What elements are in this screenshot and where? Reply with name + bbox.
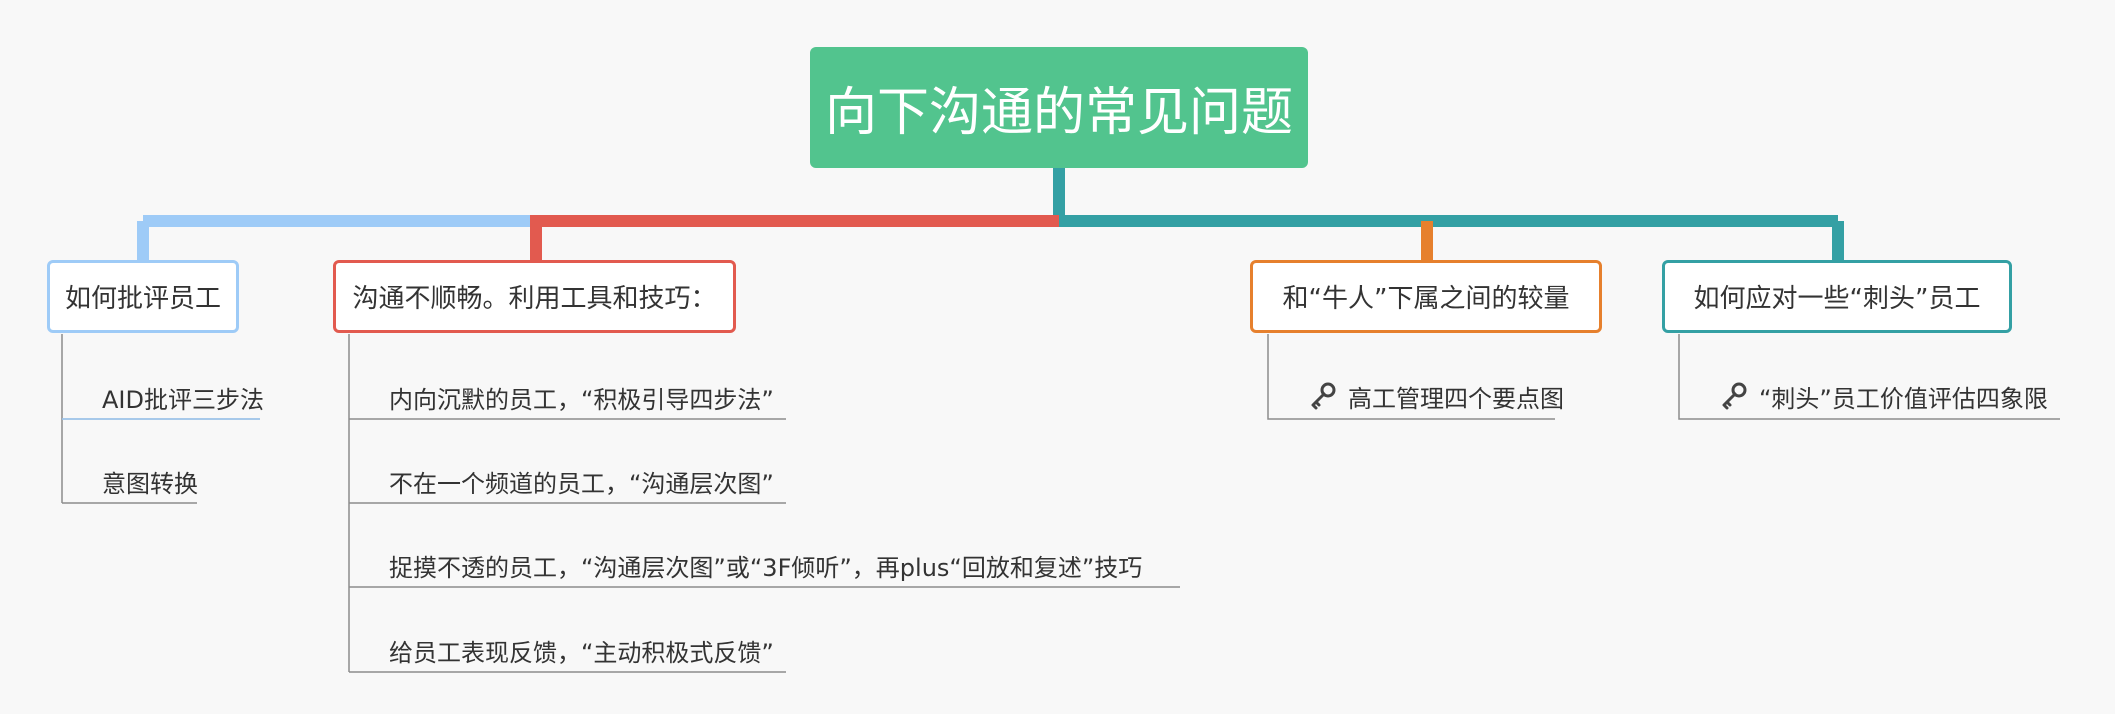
leaf-topic[interactable]: 高工管理四个要点图 xyxy=(1308,379,1564,413)
key-icon xyxy=(1719,381,1749,411)
branch-communication-tools[interactable]: 沟通不顺畅。利用工具和技巧： xyxy=(333,260,736,333)
leaf-topic[interactable]: 意图转换 xyxy=(102,465,198,498)
leaf-topic[interactable]: 捉摸不透的员工，“沟通层次图”或“3F倾听”，再plus“回放和复述”技巧 xyxy=(389,549,1143,582)
leaf-label: 高工管理四个要点图 xyxy=(1348,384,1564,413)
branch-talent-subordinates[interactable]: 和“牛人”下属之间的较量 xyxy=(1250,260,1602,333)
root-title: 向下沟通的常见问题 xyxy=(824,83,1293,143)
leaf-tree-3 xyxy=(1267,334,1555,420)
leaf-label: 内向沉默的员工，“积极引导四步法” xyxy=(389,385,774,414)
leaf-tree-2 xyxy=(348,334,1180,673)
key-icon xyxy=(1308,381,1338,411)
branch-label: 沟通不顺畅。利用工具和技巧： xyxy=(352,284,717,314)
branch-difficult-employees[interactable]: 如何应对一些“刺头”员工 xyxy=(1662,260,2012,333)
leaf-topic[interactable]: 给员工表现反馈，“主动积极式反馈” xyxy=(389,634,774,667)
leaf-topic[interactable]: AID批评三步法 xyxy=(102,381,264,414)
branch-label: 和“牛人”下属之间的较量 xyxy=(1282,284,1570,314)
leaf-topic[interactable]: 内向沉默的员工，“积极引导四步法” xyxy=(389,381,774,414)
branch-how-to-criticize[interactable]: 如何批评员工 xyxy=(47,260,239,333)
leaf-label: 意图转换 xyxy=(102,469,198,498)
leaf-topic[interactable]: “刺头”员工价值评估四象限 xyxy=(1719,379,2048,413)
leaf-label: 捉摸不透的员工，“沟通层次图”或“3F倾听”，再plus“回放和复述”技巧 xyxy=(389,553,1143,582)
leaf-label: 不在一个频道的员工，“沟通层次图” xyxy=(389,469,774,498)
branch-label: 如何批评员工 xyxy=(64,284,221,314)
leaf-tree-4 xyxy=(1678,334,2060,420)
leaf-topic[interactable]: 不在一个频道的员工，“沟通层次图” xyxy=(389,465,774,498)
leaf-label: “刺头”员工价值评估四象限 xyxy=(1759,384,2048,413)
leaf-label: AID批评三步法 xyxy=(102,385,264,414)
root-topic[interactable]: 向下沟通的常见问题 xyxy=(810,47,1308,168)
branch-label: 如何应对一些“刺头”员工 xyxy=(1693,284,1981,314)
leaf-label: 给员工表现反馈，“主动积极式反馈” xyxy=(389,638,774,667)
